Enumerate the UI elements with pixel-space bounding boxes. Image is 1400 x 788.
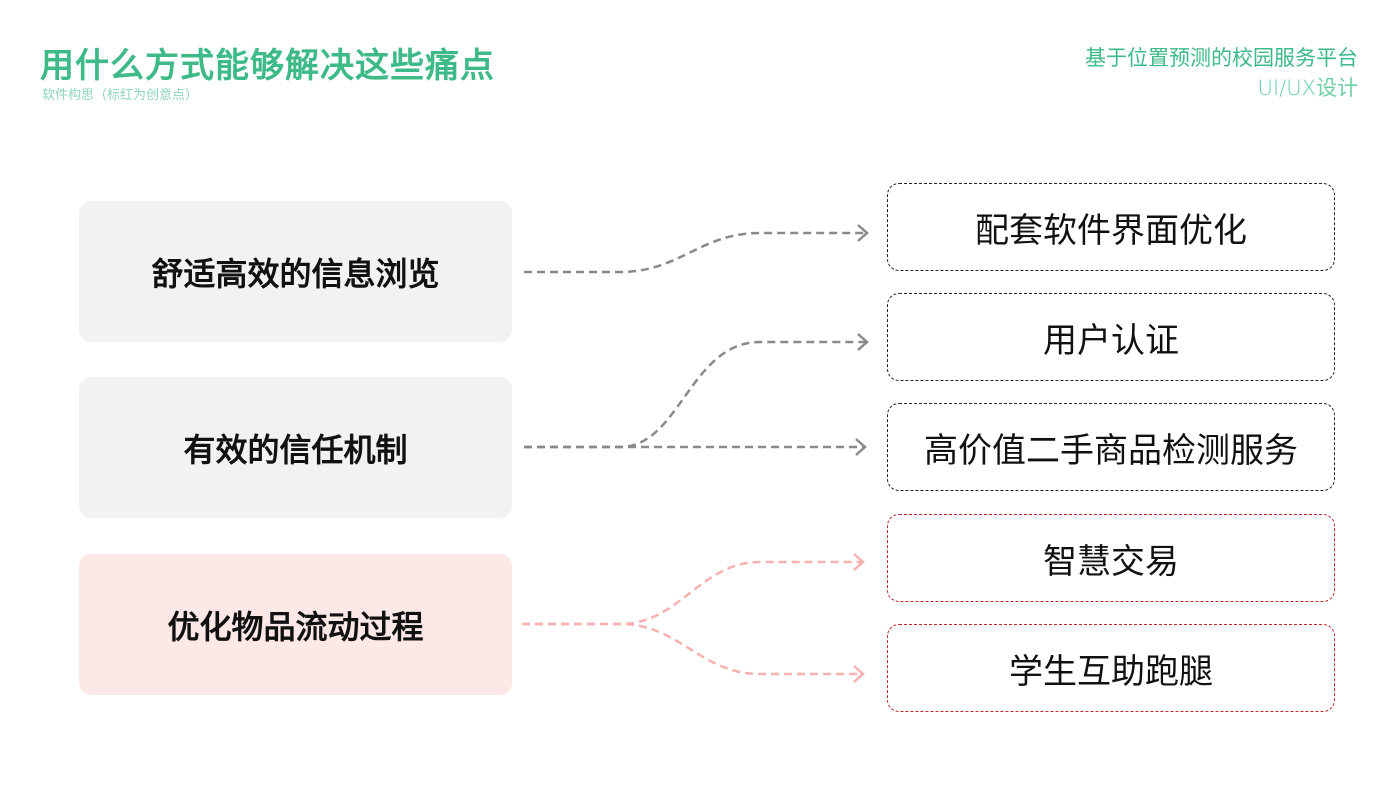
solution-label: 智慧交易: [1043, 541, 1179, 582]
arrow-head-icon: [857, 333, 869, 351]
link-flow-to-smart-trade: [522, 560, 862, 626]
link-browse-to-ui: [524, 231, 866, 274]
solution-label: 配套软件界面优化: [975, 210, 1247, 251]
arrow-head-icon: [853, 665, 865, 683]
solution-label: 用户认证: [1043, 320, 1179, 361]
project-subtitle: UI/UX设计: [1257, 76, 1358, 100]
solution-user-auth: 用户认证: [887, 293, 1335, 381]
pain-point-item-flow: 优化物品流动过程: [79, 554, 512, 695]
arrow-head-icon: [857, 224, 869, 242]
solution-smart-trade: 智慧交易: [887, 514, 1335, 602]
page-subtitle: 软件构思（标红为创意点）: [42, 88, 199, 103]
solution-ui-optimization: 配套软件界面优化: [887, 183, 1335, 271]
solution-label: 学生互助跑腿: [1009, 651, 1213, 692]
arrow-head-icon: [855, 438, 867, 456]
pain-point-info-browsing: 舒适高效的信息浏览: [79, 201, 512, 342]
link-flow-to-errand: [522, 622, 862, 676]
pain-point-label: 舒适高效的信息浏览: [151, 254, 440, 293]
solution-label: 高价值二手商品检测服务: [924, 430, 1298, 471]
arrow-head-icon: [853, 553, 865, 571]
pain-point-trust: 有效的信任机制: [79, 377, 512, 518]
pain-point-label: 优化物品流动过程: [167, 607, 424, 646]
page-title: 用什么方式能够解决这些痛点: [40, 46, 495, 86]
pain-point-label: 有效的信任机制: [183, 430, 408, 469]
link-trust-to-auth: [524, 340, 866, 449]
project-title: 基于位置预测的校园服务平台: [1085, 46, 1358, 70]
solution-errand-help: 学生互助跑腿: [887, 624, 1335, 712]
solution-inspection-service: 高价值二手商品检测服务: [887, 403, 1335, 491]
